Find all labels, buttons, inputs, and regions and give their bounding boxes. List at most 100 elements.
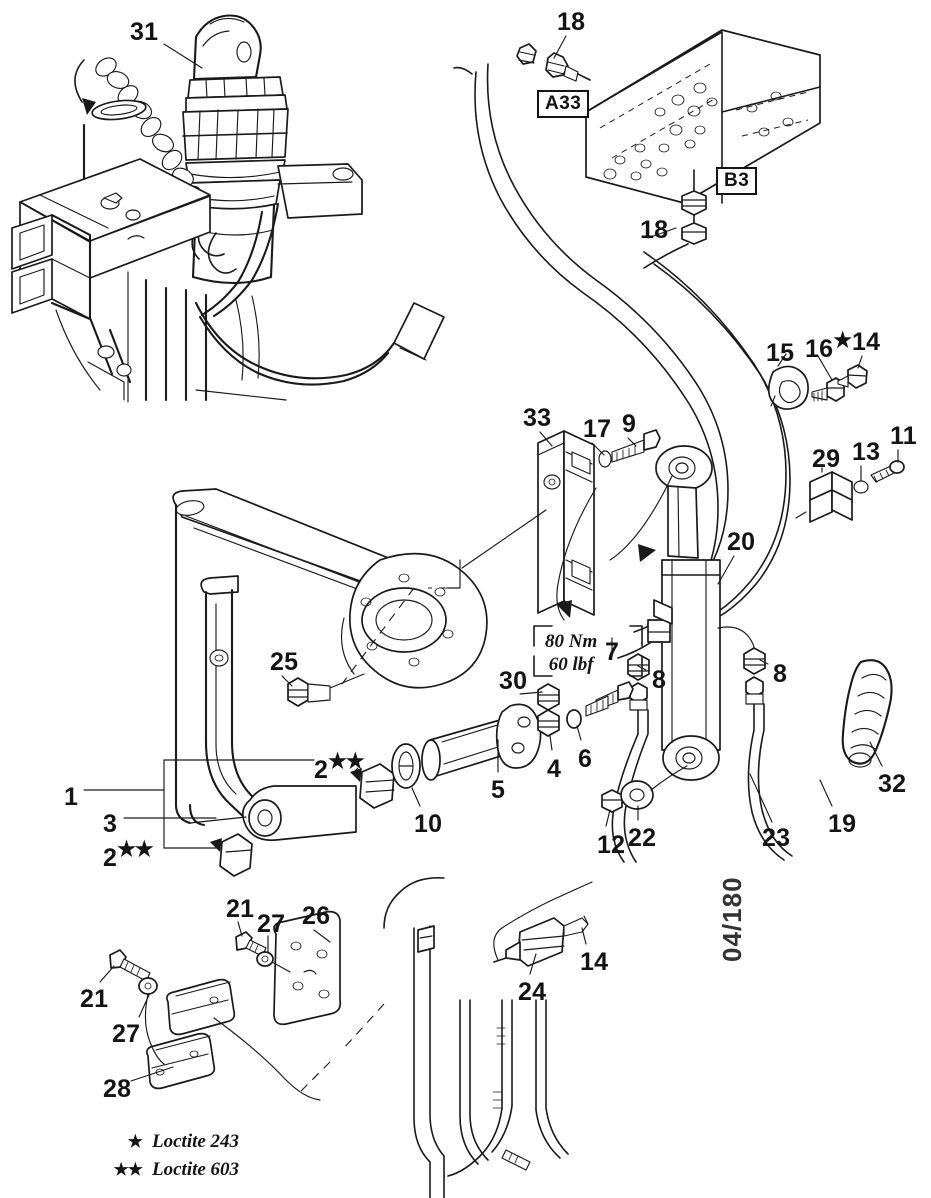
- bottom-frame-and-hoses: [299, 509, 569, 1198]
- callout-14a: 14: [852, 330, 880, 355]
- callout-number: 30: [499, 667, 528, 695]
- callout-22: 22: [628, 826, 656, 851]
- torque-lbf: 60 lbf: [548, 654, 594, 676]
- callout-number: 14: [852, 328, 881, 356]
- callout-number: 15: [766, 339, 795, 367]
- callout-number: 10: [414, 810, 443, 838]
- main-lift-arm: [172, 488, 488, 842]
- callout-number: 28: [103, 1075, 132, 1103]
- callout-31: 31: [130, 20, 158, 45]
- legend-row: ★ Loctite 243: [100, 1128, 239, 1156]
- callout-25: 25: [270, 650, 298, 675]
- valve-port-b3-label: B3: [716, 167, 758, 195]
- callout-leaders: [83, 35, 899, 1082]
- callout-number: 27: [257, 910, 286, 938]
- callout-number: 1: [64, 783, 79, 811]
- callout-17: 17: [583, 417, 611, 442]
- valve-port-a33-label: A33: [537, 90, 590, 118]
- callout-6: 6: [578, 747, 592, 772]
- legend-row: ★★ Loctite 603: [100, 1156, 240, 1184]
- bushing-sleeve-group: [210, 683, 609, 877]
- callout-9: 9: [622, 412, 636, 437]
- page-number: 04/180: [717, 876, 747, 962]
- callout-number: 13: [852, 438, 881, 466]
- valve-24-assembly: [493, 881, 593, 967]
- callout-number: 3: [103, 810, 118, 838]
- callout-7: 7: [605, 640, 619, 665]
- callout-24: 24: [518, 980, 546, 1005]
- callout-21a: 21: [226, 897, 254, 922]
- bracket-33-assembly: [537, 429, 661, 616]
- callout-number: 2: [103, 844, 118, 872]
- callout-4: 4: [547, 757, 561, 782]
- callout-12: 12: [597, 833, 625, 858]
- callout-27b: 27: [112, 1022, 140, 1047]
- callout-20: 20: [727, 530, 755, 555]
- part-18-fitting-bottom: [643, 169, 707, 269]
- callout-32: 32: [878, 772, 906, 797]
- callout-number: 6: [578, 745, 593, 773]
- hose-fittings-right: [743, 647, 793, 861]
- callout-number: 5: [491, 776, 506, 804]
- callout-5: 5: [491, 778, 505, 803]
- hydraulic-cylinder-20: [647, 445, 756, 781]
- callout-number: 19: [828, 810, 857, 838]
- legend-text-loctite-603: Loctite 603: [152, 1158, 240, 1180]
- callout-number: 26: [302, 902, 331, 930]
- callout-number: 9: [622, 410, 637, 438]
- callout-loctite-marker: ★★: [328, 750, 365, 773]
- callout-number: 2: [314, 756, 329, 784]
- torque-specification-note: 80 Nm 60 lbf: [536, 626, 607, 682]
- callout-number: 24: [518, 978, 547, 1006]
- callout-3: 3: [103, 812, 117, 837]
- callout-number: 8: [652, 666, 667, 694]
- callout-27a: 27: [257, 912, 285, 937]
- callout-number: 21: [226, 895, 255, 923]
- part-32-spiral-guard: [841, 659, 893, 768]
- callout-number: 14: [580, 948, 609, 976]
- pin-hardware-12-22: [601, 765, 688, 813]
- install-arrows: [556, 475, 673, 621]
- callout-number: 29: [812, 445, 841, 473]
- clamp-29-13-11: [795, 460, 905, 523]
- callout-29: 29: [812, 447, 840, 472]
- callout-8b: 8: [773, 662, 787, 687]
- callout-number: 17: [583, 415, 612, 443]
- callout-number: 18: [640, 216, 669, 244]
- callout-number: 7: [605, 638, 620, 666]
- callout-18: 18: [640, 218, 668, 243]
- callout-13: 13: [852, 440, 880, 465]
- callout-26: 26: [302, 904, 330, 929]
- callout-number: 16: [805, 335, 834, 363]
- callout-loctite-marker: ★: [833, 329, 852, 352]
- callout-21b: 21: [80, 987, 108, 1012]
- callout-1: 1: [64, 785, 78, 810]
- callout-number: 22: [628, 824, 657, 852]
- part-18-fitting-top: [516, 43, 591, 82]
- callout-number: 8: [773, 660, 788, 688]
- callout-23: 23: [762, 826, 790, 851]
- callout-33: 33: [523, 406, 551, 431]
- callout-10: 10: [414, 812, 442, 837]
- callout-number: 33: [523, 404, 552, 432]
- callout-30: 30: [499, 669, 527, 694]
- torque-nm: 80 Nm: [545, 631, 598, 652]
- callout-number: 32: [878, 770, 907, 798]
- callout-19: 19: [828, 812, 856, 837]
- callout-28: 28: [103, 1077, 131, 1102]
- legend-mark-single-star: ★: [127, 1132, 143, 1151]
- callout-number: 4: [547, 755, 562, 783]
- callout-2a: 2★★: [314, 750, 365, 784]
- loctite-legend: ★ Loctite 243 ★★ Loctite 603: [100, 1128, 240, 1184]
- part-25-bolt: [287, 673, 365, 707]
- callout-number: 20: [727, 528, 756, 556]
- callout-number: 11: [890, 422, 917, 450]
- callout-number: 31: [130, 18, 159, 46]
- legend-mark-double-star: ★★: [113, 1159, 143, 1179]
- callout-number: 18: [557, 8, 586, 36]
- callout-16: 16★: [805, 329, 852, 363]
- hardware-15-16-14: [767, 364, 868, 410]
- callout-loctite-marker: ★★: [117, 838, 154, 861]
